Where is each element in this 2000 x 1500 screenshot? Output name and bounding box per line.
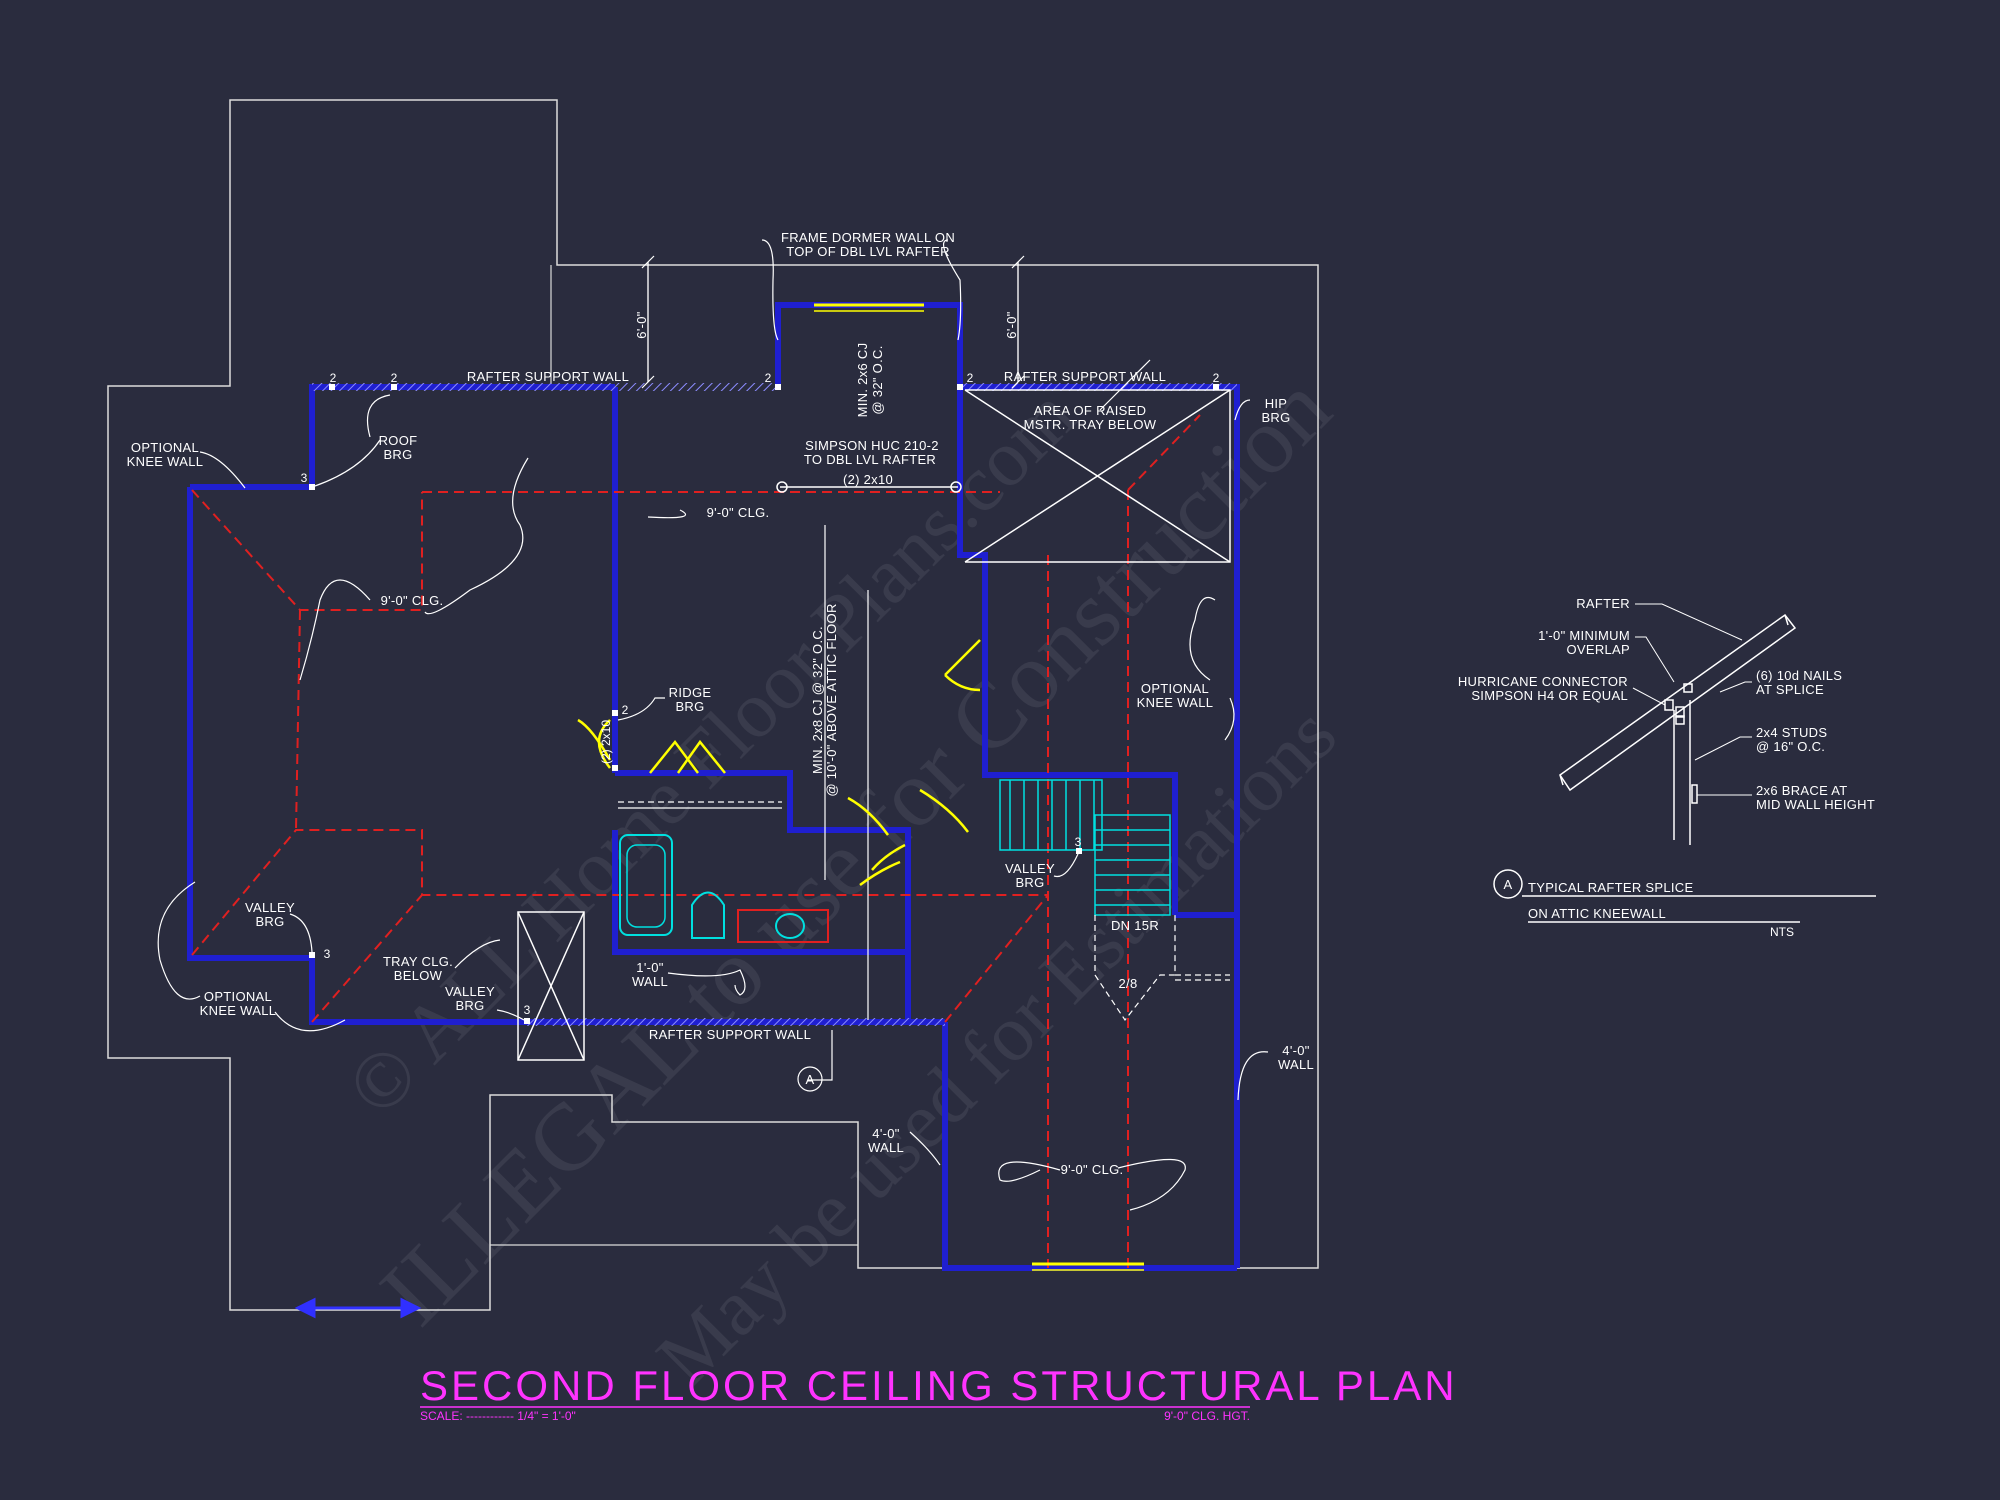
detail-brace-1: 2x6 BRACE AT xyxy=(1756,783,1848,798)
bearing-num: 3 xyxy=(301,471,308,485)
label-ridge-brg-2: BRG xyxy=(675,699,704,714)
detail-nts: NTS xyxy=(1770,925,1794,939)
label-wall-1ft-1: 1'-0" xyxy=(636,960,663,975)
detail-studs-2: @ 16" O.C. xyxy=(1756,739,1825,754)
label-valley-brg-r-2: BRG xyxy=(1015,875,1044,890)
bearing-num: 2 xyxy=(765,371,772,385)
label-optional-knee-tl-1: OPTIONAL xyxy=(131,440,199,455)
plan-clg-hgt: 9'-0" CLG. HGT. xyxy=(1164,1409,1250,1423)
ridge-lines xyxy=(191,414,1201,1268)
label-optional-knee-r-1: OPTIONAL xyxy=(1141,681,1209,696)
bearing-num: 2 xyxy=(1213,371,1220,385)
bearing-num: 2 xyxy=(622,703,629,717)
label-dn-15r: DN 15R xyxy=(1111,918,1159,933)
detail-nails-2: AT SPLICE xyxy=(1756,682,1824,697)
label-min-2x8-1: MIN. 2x8 CJ @ 32" O.C. xyxy=(810,626,825,774)
label-min-2x6-1: MIN. 2x6 CJ xyxy=(855,343,870,418)
section-marker-a: A xyxy=(806,1072,815,1087)
bath-fixtures xyxy=(618,801,829,943)
label-clg-9-a: 9'-0" CLG. xyxy=(707,505,770,520)
master-tray xyxy=(964,389,1231,563)
label-valley-brg-r-1: VALLEY xyxy=(1005,861,1055,876)
label-valley-brg-b-2: BRG xyxy=(455,998,484,1013)
label-frame-dormer-1: FRAME DORMER WALL ON xyxy=(781,230,955,245)
bearing-num: 2 xyxy=(391,371,398,385)
rafter-splice-detail: RAFTER 1'-0" MINIMUM OVERLAP HURRICANE C… xyxy=(1458,596,1876,939)
detail-hurricane-1: HURRICANE CONNECTOR xyxy=(1458,674,1628,689)
label-frame-dormer-2: TOP OF DBL LVL RAFTER xyxy=(786,244,950,259)
attic-access xyxy=(517,911,585,1061)
label-rafter-support-bottom: RAFTER SUPPORT WALL xyxy=(649,1027,811,1042)
label-rafter-support-left: RAFTER SUPPORT WALL xyxy=(467,369,629,384)
label-optional-knee-r-2: KNEE WALL xyxy=(1137,695,1214,710)
label-roof-brg-1: ROOF xyxy=(379,433,418,448)
label-wall-1ft-2: WALL xyxy=(632,974,668,989)
detail-overlap-1: 1'-0" MINIMUM xyxy=(1538,628,1630,643)
label-simpson-1: SIMPSON HUC 210-2 xyxy=(805,438,939,453)
label-area-raised-2: MSTR. TRAY BELOW xyxy=(1024,417,1157,432)
doors xyxy=(577,639,1144,1271)
stair-landing-dashed xyxy=(1094,915,1230,1022)
label-dim-6ft-left: 6'-0" xyxy=(634,311,649,338)
detail-studs-1: 2x4 STUDS xyxy=(1756,725,1827,740)
bearing-points xyxy=(309,384,1219,1024)
dormer xyxy=(776,303,962,1020)
label-hip-brg-1: HIP xyxy=(1265,396,1288,411)
detail-title-1: TYPICAL RAFTER SPLICE xyxy=(1528,880,1693,895)
detail-overlap-2: OVERLAP xyxy=(1566,642,1630,657)
label-min-2x6-2: @ 32" O.C. xyxy=(870,345,885,414)
plan-title: SECOND FLOOR CEILING STRUCTURAL PLAN xyxy=(420,1362,1458,1409)
label-tray-clg-1: TRAY CLG. xyxy=(383,954,453,969)
detail-title-2: ON ATTIC KNEEWALL xyxy=(1528,906,1666,921)
detail-rafter: RAFTER xyxy=(1576,596,1630,611)
label-valley-brg-l-2: BRG xyxy=(255,914,284,929)
label-wall-4ft-b-2: WALL xyxy=(868,1140,904,1155)
label-clg-9-b: 9'-0" CLG. xyxy=(381,593,444,608)
label-hip-brg-2: BRG xyxy=(1261,410,1290,425)
label-ridge-brg-1: RIDGE xyxy=(669,685,712,700)
stairs xyxy=(999,779,1171,916)
dimension-ticks xyxy=(641,255,1025,880)
bearing-num: 2 xyxy=(967,371,974,385)
detail-nails-1: (6) 10d NAILS xyxy=(1756,668,1842,683)
plan-title-block: SECOND FLOOR CEILING STRUCTURAL PLAN SCA… xyxy=(420,1362,1458,1423)
label-clg-9-c: 9'-0" CLG. xyxy=(1061,1162,1124,1177)
label-wall-4ft-r-2: WALL xyxy=(1278,1057,1314,1072)
label-simpson-2: TO DBL LVL RAFTER xyxy=(804,452,936,467)
label-rafter-support-right: RAFTER SUPPORT WALL xyxy=(1004,369,1166,384)
label-tray-clg-2: BELOW xyxy=(394,968,443,983)
label-optional-knee-bl-1: OPTIONAL xyxy=(204,989,272,1004)
label-post-2x10: (2) 2x10 xyxy=(599,720,613,764)
scale-arrow xyxy=(294,1297,422,1319)
roof-outline xyxy=(107,99,1319,1311)
plan-scale: SCALE: ------------ 1/4" = 1'-0" xyxy=(420,1409,576,1423)
bearing-num: 3 xyxy=(324,947,331,961)
detail-marker: A xyxy=(1504,877,1513,892)
watermark-line-3: May be used for Estimations xyxy=(641,690,1354,1403)
label-simpson-3: (2) 2x10 xyxy=(843,472,893,487)
bearing-num: 3 xyxy=(524,1003,531,1017)
label-optional-knee-tl-2: KNEE WALL xyxy=(127,454,204,469)
detail-brace-2: MID WALL HEIGHT xyxy=(1756,797,1875,812)
label-wall-4ft-b-1: 4'-0" xyxy=(872,1126,899,1141)
label-valley-brg-b-1: VALLEY xyxy=(445,984,495,999)
bearing-num: 2 xyxy=(330,371,337,385)
plan-labels: FRAME DORMER WALL ON TOP OF DBL LVL RAFT… xyxy=(127,230,1314,1177)
label-roof-brg-2: BRG xyxy=(383,447,412,462)
bearing-numbers: 2 2 2 2 2 3 2 3 3 3 xyxy=(301,371,1220,1017)
label-valley-brg-l-1: VALLEY xyxy=(245,900,295,915)
label-area-raised-1: AREA OF RAISED xyxy=(1034,403,1147,418)
label-dim-6ft-right: 6'-0" xyxy=(1004,311,1019,338)
rafter-support-walls xyxy=(312,383,1237,1026)
label-min-2x8-2: @ 10'-0" ABOVE ATTIC FLOOR xyxy=(824,603,839,796)
label-door-28: 2/8 xyxy=(1119,976,1138,991)
detail-hurricane-2: SIMPSON H4 OR EQUAL xyxy=(1471,688,1628,703)
bearing-num: 3 xyxy=(1075,835,1082,849)
label-wall-4ft-r-1: 4'-0" xyxy=(1282,1043,1309,1058)
label-optional-knee-bl-2: KNEE WALL xyxy=(200,1003,277,1018)
